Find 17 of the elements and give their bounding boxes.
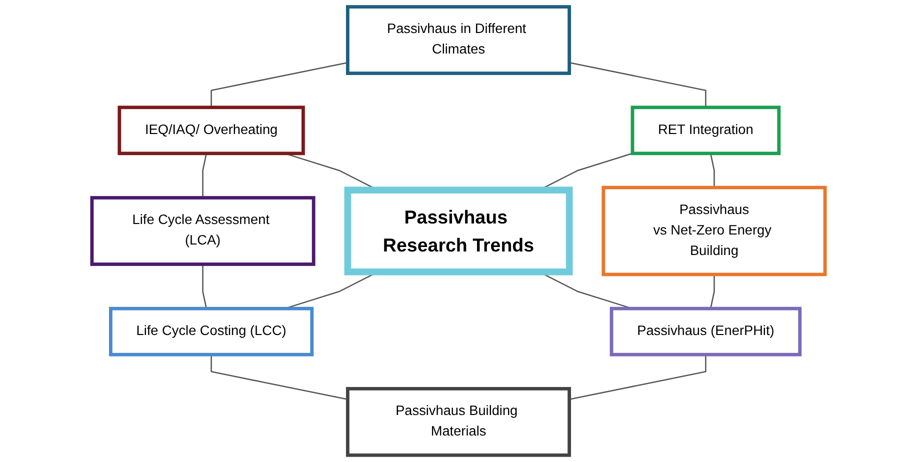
node-box: Passivhaus Building Materials	[346, 387, 572, 457]
node-box: Passivhaus Research Trends	[344, 186, 573, 276]
connector	[210, 62, 348, 108]
connector	[710, 153, 715, 188]
connector	[202, 153, 208, 198]
node-box: Life Cycle Assessment (LCA)	[90, 196, 316, 266]
node-box: RET Integration	[630, 106, 781, 156]
node-box: Life Cycle Costing (LCC)	[109, 306, 314, 356]
connector	[210, 354, 348, 400]
connector	[569, 62, 706, 108]
connector	[710, 274, 715, 309]
node-box: Passivhaus (EnerPHit)	[610, 306, 802, 356]
connector	[202, 264, 208, 309]
connector	[569, 354, 706, 400]
node-box: Passivhaus vs Net-Zero Energy Building	[602, 186, 827, 276]
node-box: Passivhaus in Different Climates	[346, 5, 572, 75]
node-box: IEQ/IAQ/ Overheating	[118, 106, 305, 156]
